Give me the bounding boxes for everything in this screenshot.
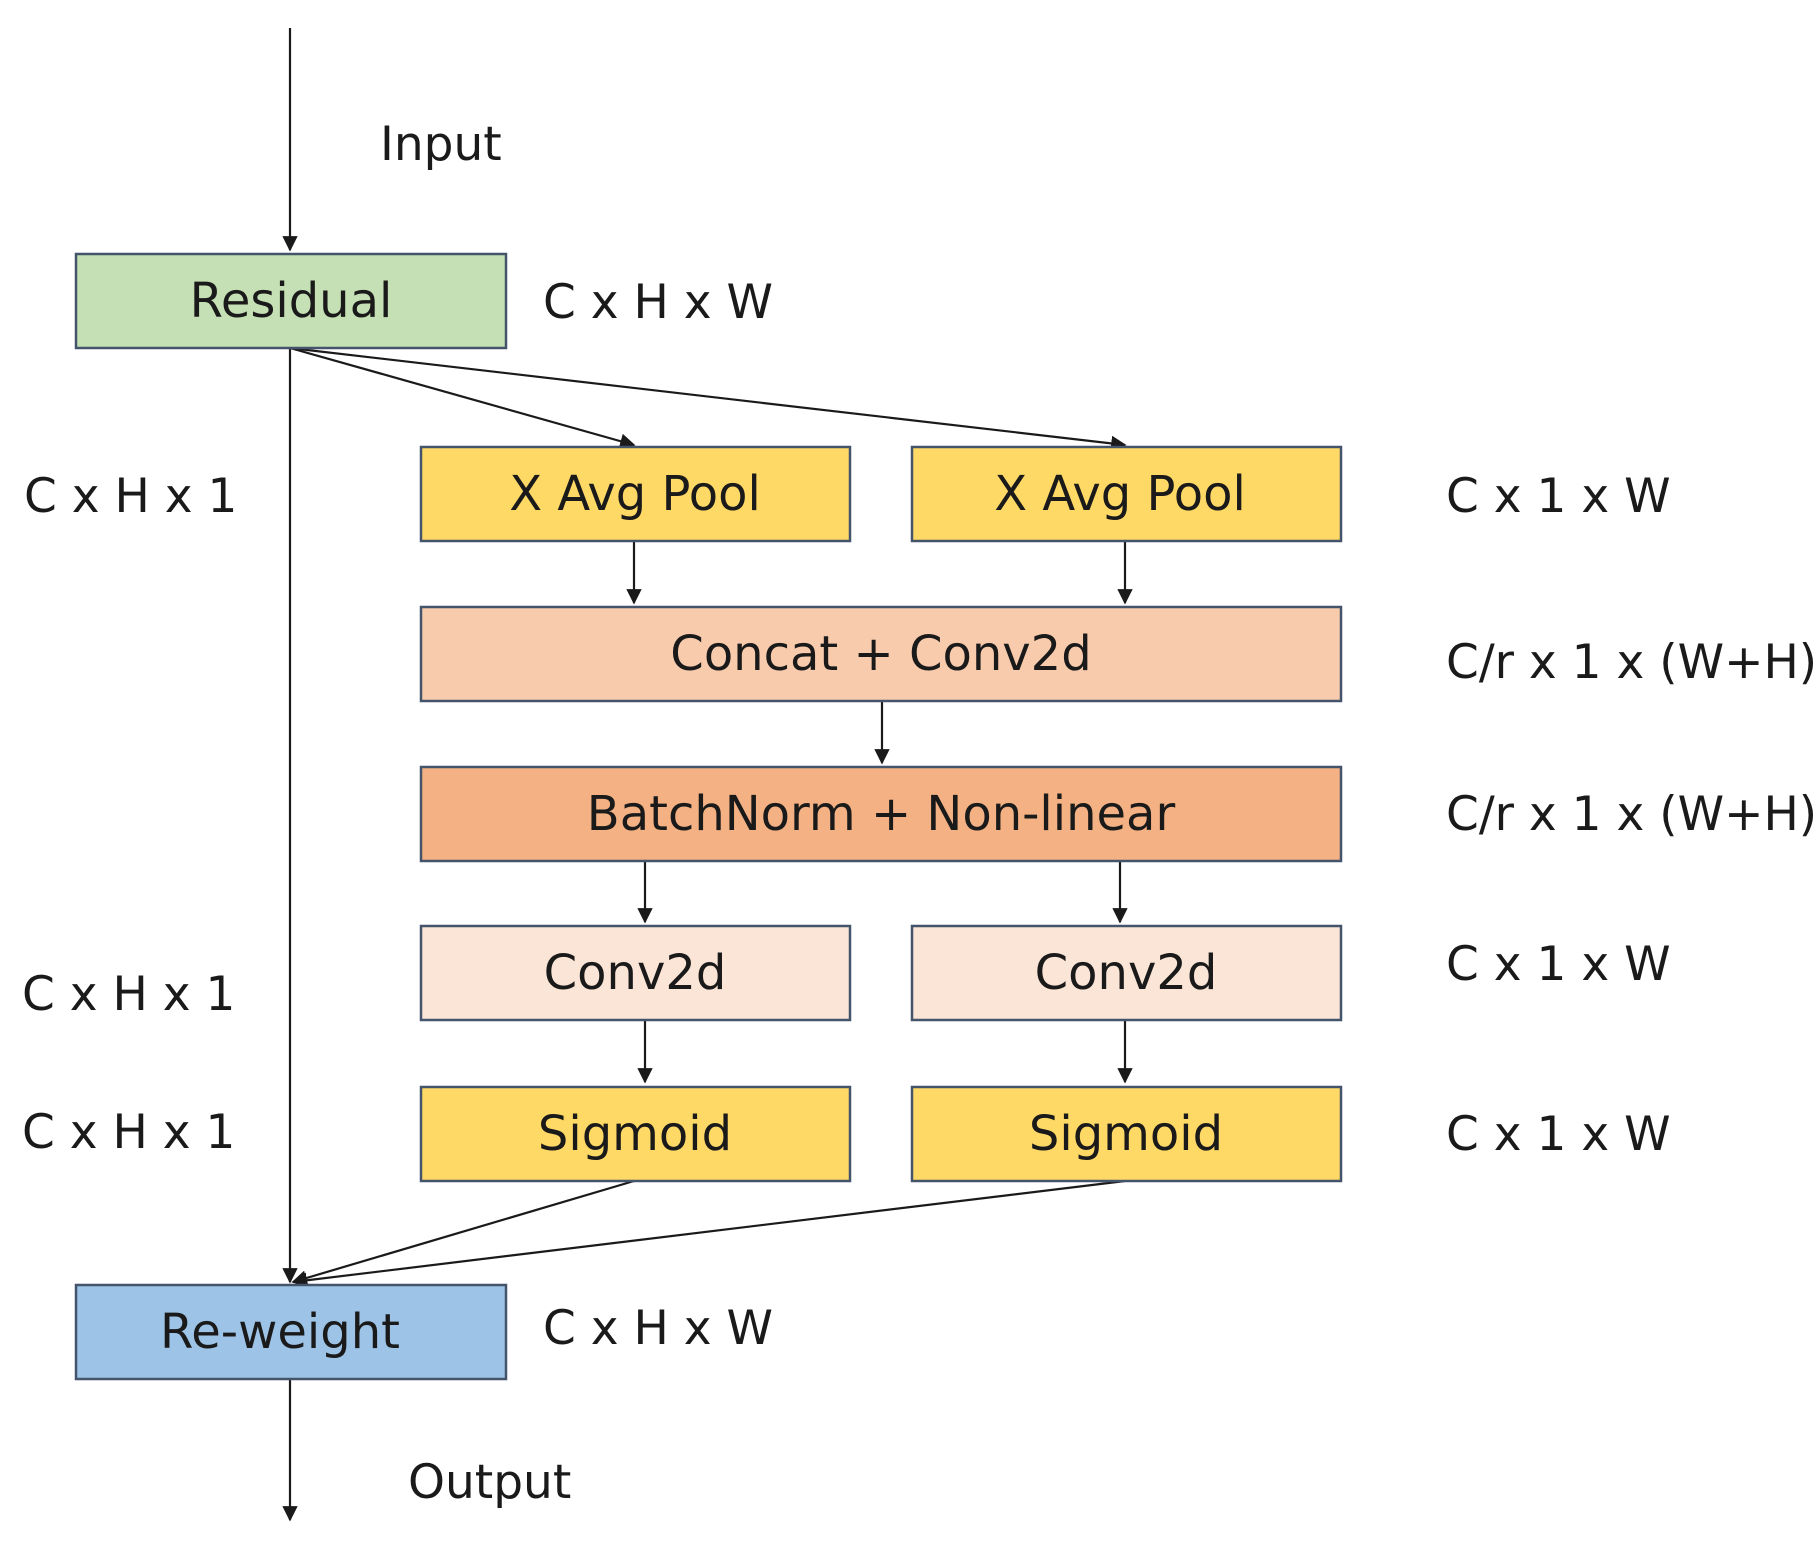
batchnorm-box bbox=[419, 765, 1343, 863]
dim-concat: C/r x 1 x (W+H) bbox=[1446, 635, 1813, 690]
input-label: Input bbox=[380, 117, 502, 172]
arrows bbox=[282, 28, 1133, 1522]
dim-left-sigmoid: C x H x 1 bbox=[22, 1105, 235, 1160]
dim-left-conv2d: C x H x 1 bbox=[22, 967, 235, 1022]
dim-right-conv2d: C x 1 x W bbox=[1446, 937, 1671, 992]
conv2d-left-label: Conv2d bbox=[544, 945, 727, 1001]
avgpool-left-box bbox=[419, 445, 852, 543]
reweight-label: Re-weight bbox=[160, 1304, 400, 1360]
reweight-box bbox=[74, 1283, 508, 1381]
batchnorm-block: BatchNorm + Non-linear bbox=[419, 765, 1343, 863]
dim-right-avgpool: C x 1 x W bbox=[1446, 469, 1671, 524]
reweight-block: Re-weight bbox=[74, 1283, 508, 1381]
conv2d-right-box bbox=[910, 924, 1343, 1022]
residual-box bbox=[74, 252, 508, 350]
avgpool-right-block: X Avg Pool bbox=[910, 445, 1343, 543]
dim-reweight: C x H x W bbox=[543, 1301, 773, 1356]
arrow-sigmoid-right-to-reweight bbox=[291, 1179, 1126, 1288]
dim-batchnorm: C/r x 1 x (W+H) bbox=[1446, 787, 1813, 842]
avgpool-left-label: X Avg Pool bbox=[509, 466, 761, 522]
avgpool-right-box bbox=[910, 445, 1343, 543]
sigmoid-left-box bbox=[419, 1085, 852, 1183]
residual-block: Residual bbox=[74, 252, 508, 350]
residual-label: Residual bbox=[190, 273, 393, 329]
dim-left-avgpool: C x H x 1 bbox=[24, 469, 237, 524]
sigmoid-left-label: Sigmoid bbox=[538, 1106, 732, 1162]
conv2d-right-label: Conv2d bbox=[1035, 945, 1218, 1001]
arrow-residual-to-avgpool-right bbox=[289, 346, 1127, 452]
arrow-residual-to-avgpool-left bbox=[289, 346, 636, 449]
conv2d-left-block: Conv2d bbox=[419, 924, 852, 1022]
dimension-labels: C x H x W C x H x 1 C x 1 x W C/r x 1 x … bbox=[22, 275, 1813, 1356]
dim-right-sigmoid: C x 1 x W bbox=[1446, 1107, 1671, 1162]
conv2d-left-box bbox=[419, 924, 852, 1022]
arrow-sigmoid-left-to-reweight bbox=[291, 1179, 635, 1286]
sigmoid-left-block: Sigmoid bbox=[419, 1085, 852, 1183]
avgpool-left-block: X Avg Pool bbox=[419, 445, 852, 543]
concat-block: Concat + Conv2d bbox=[419, 605, 1343, 703]
dim-residual: C x H x W bbox=[543, 275, 773, 330]
avgpool-right-label: X Avg Pool bbox=[994, 466, 1246, 522]
sigmoid-right-box bbox=[910, 1085, 1343, 1183]
sigmoid-right-block: Sigmoid bbox=[910, 1085, 1343, 1183]
concat-box bbox=[419, 605, 1343, 703]
batchnorm-label: BatchNorm + Non-linear bbox=[587, 786, 1176, 842]
sigmoid-right-label: Sigmoid bbox=[1029, 1106, 1223, 1162]
output-label: Output bbox=[408, 1455, 571, 1510]
conv2d-right-block: Conv2d bbox=[910, 924, 1343, 1022]
concat-label: Concat + Conv2d bbox=[670, 626, 1091, 682]
